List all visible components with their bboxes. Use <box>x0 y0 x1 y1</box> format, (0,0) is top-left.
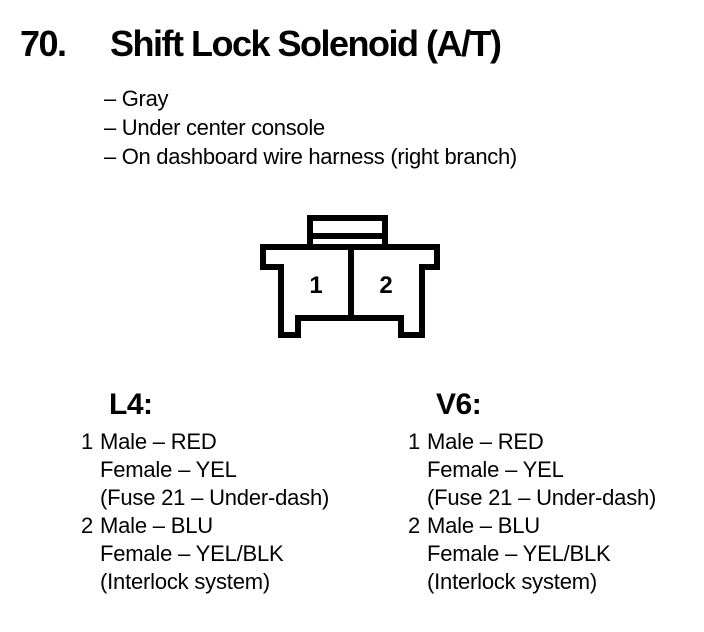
wire-line: Female – YEL/BLK <box>100 541 284 566</box>
v6-wire-section: V6: 1 Male – RED Female – YEL (Fuse 21 –… <box>408 389 656 596</box>
wire-line: Male – BLU <box>427 513 540 538</box>
wire-line: (Fuse 21 – Under-dash) <box>100 485 330 510</box>
v6-heading: V6: <box>436 388 482 421</box>
pin-number: 2 <box>81 513 94 538</box>
connector-diagram: 1 2 <box>260 215 440 338</box>
wire-line: Female – YEL <box>427 457 564 482</box>
wire-item: 2 Male – BLU Female – YEL/BLK (Interlock… <box>81 512 329 596</box>
wire-line: (Interlock system) <box>100 569 270 594</box>
wire-lines: Male – BLU Female – YEL/BLK (Interlock s… <box>100 512 284 596</box>
wire-line: Female – YEL <box>100 457 237 482</box>
location-note: – On dashboard wire harness (right branc… <box>104 144 517 169</box>
wire-line: Male – RED <box>100 429 217 454</box>
pin-number: 1 <box>408 429 421 454</box>
location-note: – Under center console <box>104 115 325 140</box>
pin-number: 1 <box>81 429 94 454</box>
wire-item: 1 Male – RED Female – YEL (Fuse 21 – Und… <box>81 428 329 512</box>
wire-line: Male – RED <box>427 429 544 454</box>
wire-line: Female – YEL/BLK <box>427 541 611 566</box>
section-number: 70. <box>20 23 67 64</box>
connector-body-outline <box>260 244 440 338</box>
section-header: 70. Shift Lock Solenoid (A/T) <box>20 23 502 64</box>
page-title: Shift Lock Solenoid (A/T) <box>110 23 502 64</box>
wire-lines: Male – RED Female – YEL (Fuse 21 – Under… <box>427 428 656 512</box>
l4-wire-section: L4: 1 Male – RED Female – YEL (Fuse 21 –… <box>81 389 329 596</box>
wire-line: Male – BLU <box>100 513 213 538</box>
location-notes: – Gray – Under center console – On dashb… <box>104 84 517 171</box>
wire-lines: Male – RED Female – YEL (Fuse 21 – Under… <box>100 428 329 512</box>
wire-lines: Male – BLU Female – YEL/BLK (Interlock s… <box>427 512 611 596</box>
pin-1-label: 1 <box>309 272 322 299</box>
wire-item: 1 Male – RED Female – YEL (Fuse 21 – Und… <box>408 428 656 512</box>
wire-line: (Interlock system) <box>427 569 597 594</box>
wire-line: (Fuse 21 – Under-dash) <box>427 485 657 510</box>
pin-number: 2 <box>408 513 421 538</box>
location-note: – Gray <box>104 86 169 111</box>
pin-2-label: 2 <box>379 272 392 299</box>
wire-item: 2 Male – BLU Female – YEL/BLK (Interlock… <box>408 512 656 596</box>
l4-heading: L4: <box>109 388 153 421</box>
